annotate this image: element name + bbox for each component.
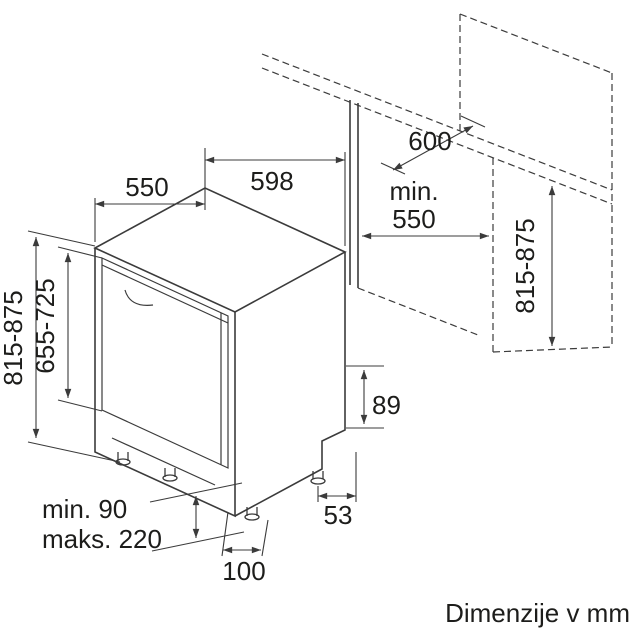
dim-label-top-depth: 550 <box>125 172 168 202</box>
dishwasher-side-edge-with-notch <box>234 252 346 517</box>
ext-line-door-height-bottom <box>57 399 103 412</box>
ext-lines-rear-foot <box>317 452 357 502</box>
door-top-inner-line <box>101 264 229 324</box>
ext-line-door-height-top <box>57 246 103 259</box>
back-panel-top-edge-line <box>459 13 613 74</box>
dim-line-counter-depth <box>392 125 474 171</box>
niche-floor-front-line <box>357 287 479 336</box>
plinth-edge-line <box>111 437 216 486</box>
dim-label-niche-height: 815-875 <box>510 218 540 313</box>
ext-ticks-plinth <box>149 482 245 552</box>
dim-label-appliance-height: 815-875 <box>0 290 28 385</box>
dim-label-niche-min-value: 550 <box>392 204 435 234</box>
ext-line-appliance-height-bottom <box>27 441 121 463</box>
ext-ticks-rear-step <box>346 365 384 429</box>
dim-label-door-height: 655-725 <box>30 278 60 373</box>
niche-floor-line <box>492 346 613 353</box>
door-outline <box>101 257 229 469</box>
ext-lines-front-foot <box>221 511 269 557</box>
dim-label-front-foot: 100 <box>222 556 265 586</box>
ext-line-appliance-height-top <box>27 230 96 247</box>
foot-mid-left <box>162 468 178 482</box>
foot-rear-right <box>310 471 326 485</box>
door-handle-icon <box>124 289 154 306</box>
diagram-caption: Dimenzije v mm <box>445 598 630 628</box>
dim-label-niche-min-prefix: min. <box>389 176 438 206</box>
counter-front-edge-line <box>261 53 613 191</box>
dim-label-counter-depth: 600 <box>408 126 451 156</box>
foot-front-right <box>244 507 260 521</box>
dim-label-rear-step: 89 <box>372 390 401 420</box>
dim-label-rear-foot: 53 <box>324 500 353 530</box>
foot-front-left <box>115 452 131 466</box>
dim-label-top-width: 598 <box>250 166 293 196</box>
dim-label-plinth-max: maks. 220 <box>42 524 162 554</box>
dishwasher-front-edges <box>94 248 236 518</box>
dishwasher-top-face <box>93 187 347 313</box>
dim-label-plinth-min: min. 90 <box>42 494 127 524</box>
